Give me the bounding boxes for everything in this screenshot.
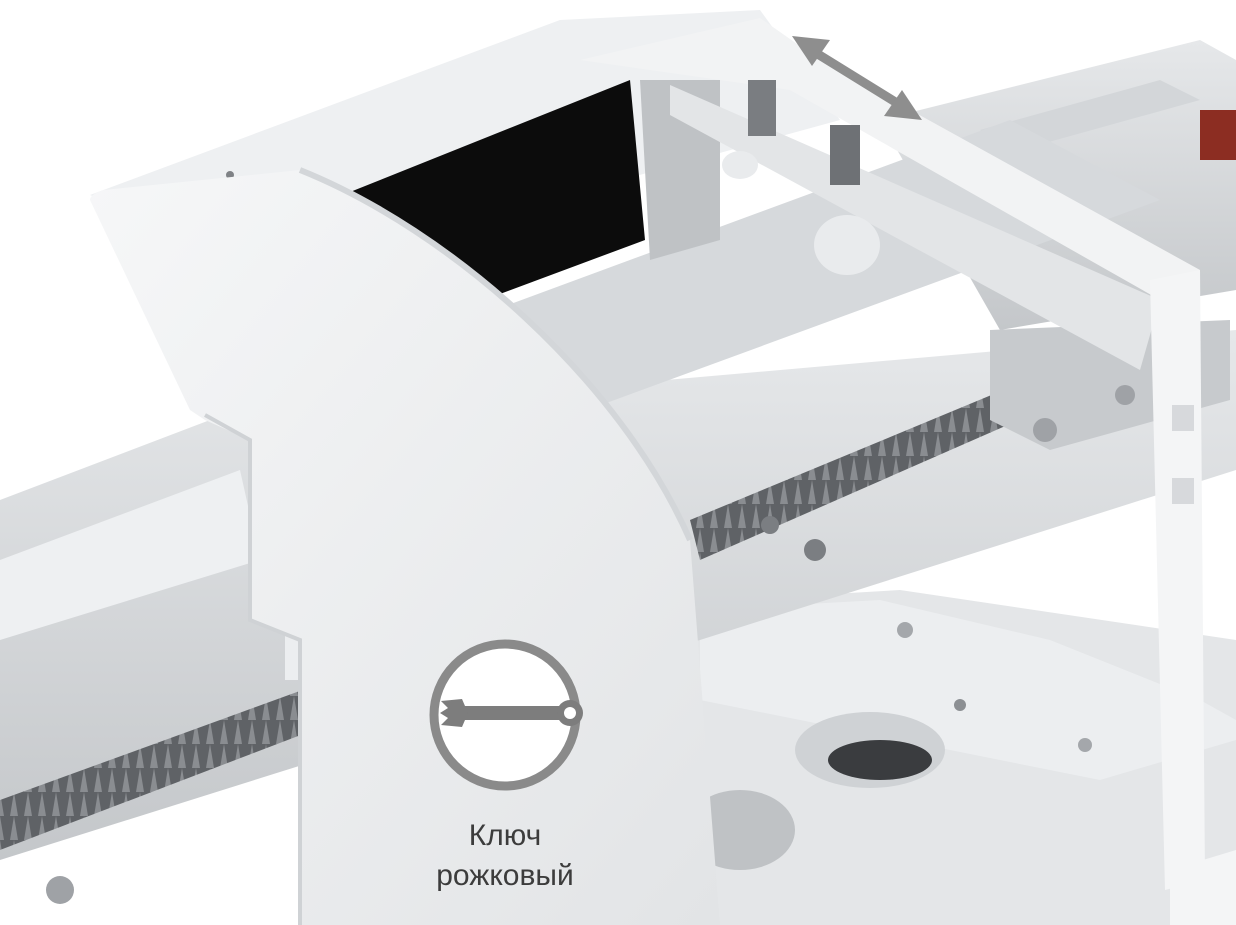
tool-label-line1: Ключ <box>468 819 542 852</box>
open-end-wrench-icon <box>429 639 583 791</box>
tool-label-line2: рожковый <box>436 859 574 892</box>
corner-block <box>1170 850 1236 925</box>
double-arrow-icon <box>792 36 922 120</box>
adjust-bracket <box>580 18 1205 890</box>
